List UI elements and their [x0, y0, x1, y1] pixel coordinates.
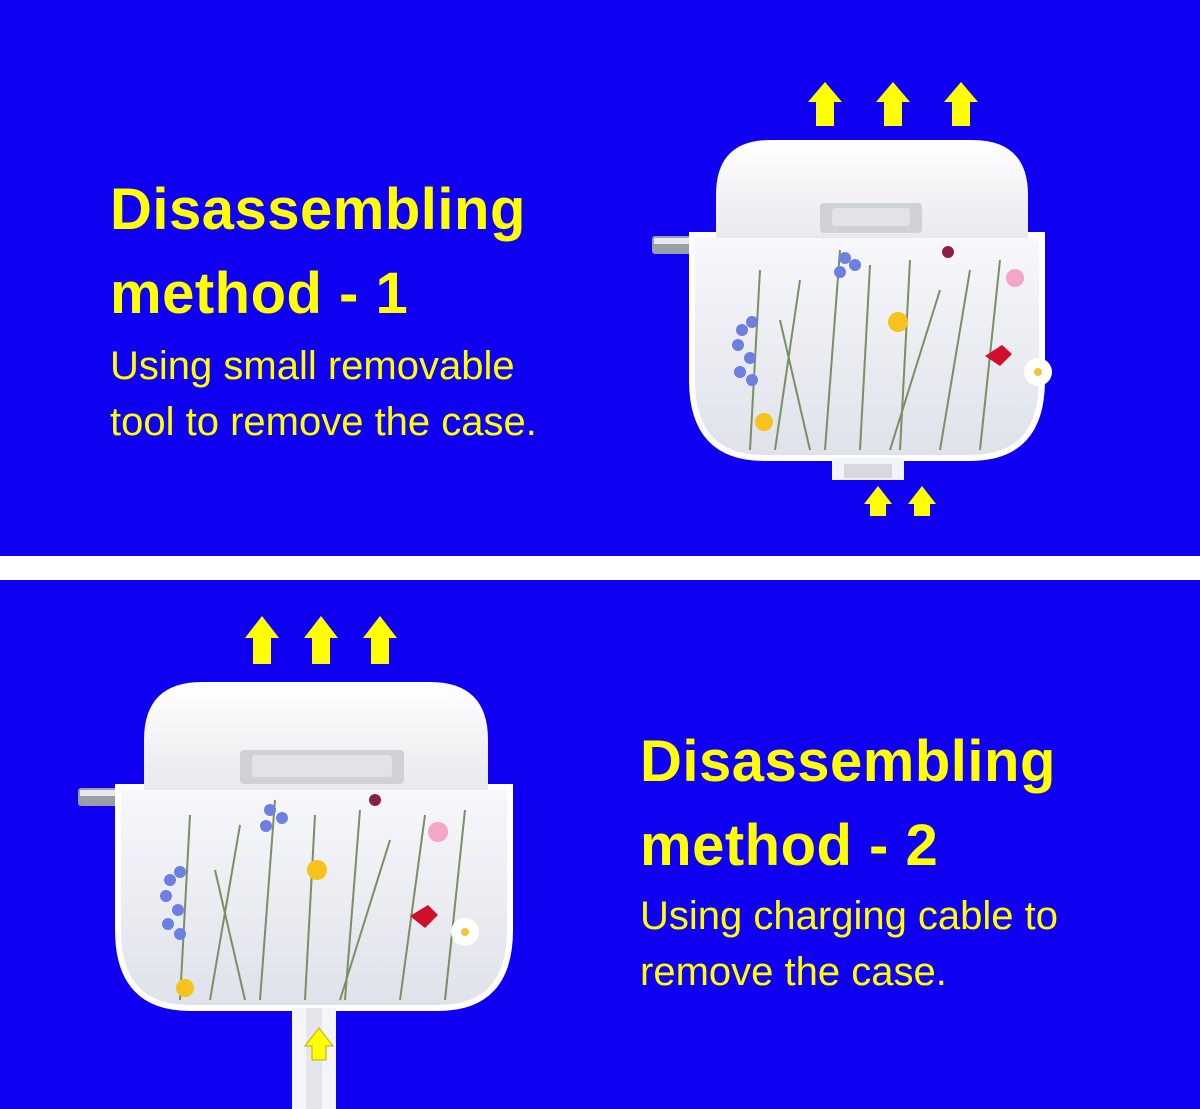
up-arrow-icon: [944, 82, 978, 126]
method-1-heading-line-1: Disassembling: [110, 177, 526, 242]
method-2-description-line-2: remove the case.: [640, 950, 947, 994]
up-arrow-icon: [303, 1027, 335, 1061]
method-1-description-line-2: tool to remove the case.: [110, 400, 537, 444]
up-arrow-icon: [245, 616, 279, 664]
method-2-description: Using charging cable to remove the case.: [640, 888, 1058, 1000]
method-2-description-line-1: Using charging cable to: [640, 894, 1059, 938]
method-1-heading: Disassembling method - 1: [110, 168, 526, 336]
method-1-heading-line-2: method - 1: [110, 261, 409, 326]
method-2-heading-line-2: method - 2: [640, 813, 939, 878]
up-arrow-icon: [876, 82, 910, 126]
airpods-case-illustration: [689, 140, 1052, 461]
section-divider: [0, 556, 1200, 580]
method-1-description-line-1: Using small removable: [110, 344, 515, 388]
up-arrows-bottom: [864, 486, 936, 516]
method-1-description: Using small removable tool to remove the…: [110, 338, 537, 450]
up-arrow-icon: [864, 486, 892, 516]
up-arrow-icon: [304, 616, 338, 664]
method-2-heading: Disassembling method - 2: [640, 720, 1056, 888]
up-arrows-top: [245, 616, 397, 664]
airpods-case-illustration: [115, 682, 513, 1011]
method-1-panel: Disassembling method - 1 Using small rem…: [0, 0, 1200, 556]
up-arrow-icon: [808, 82, 842, 126]
up-arrow-icon: [908, 486, 936, 516]
charging-cable-illustration: [292, 1008, 336, 1109]
removal-tool-illustration: [832, 458, 904, 480]
method-1-illustration: [652, 82, 1052, 516]
method-2-illustration: [78, 616, 513, 1109]
up-arrow-icon: [363, 616, 397, 664]
method-2-heading-line-1: Disassembling: [640, 729, 1056, 794]
up-arrows-top: [808, 82, 978, 126]
method-2-panel: Disassembling method - 2 Using charging …: [0, 580, 1200, 1109]
